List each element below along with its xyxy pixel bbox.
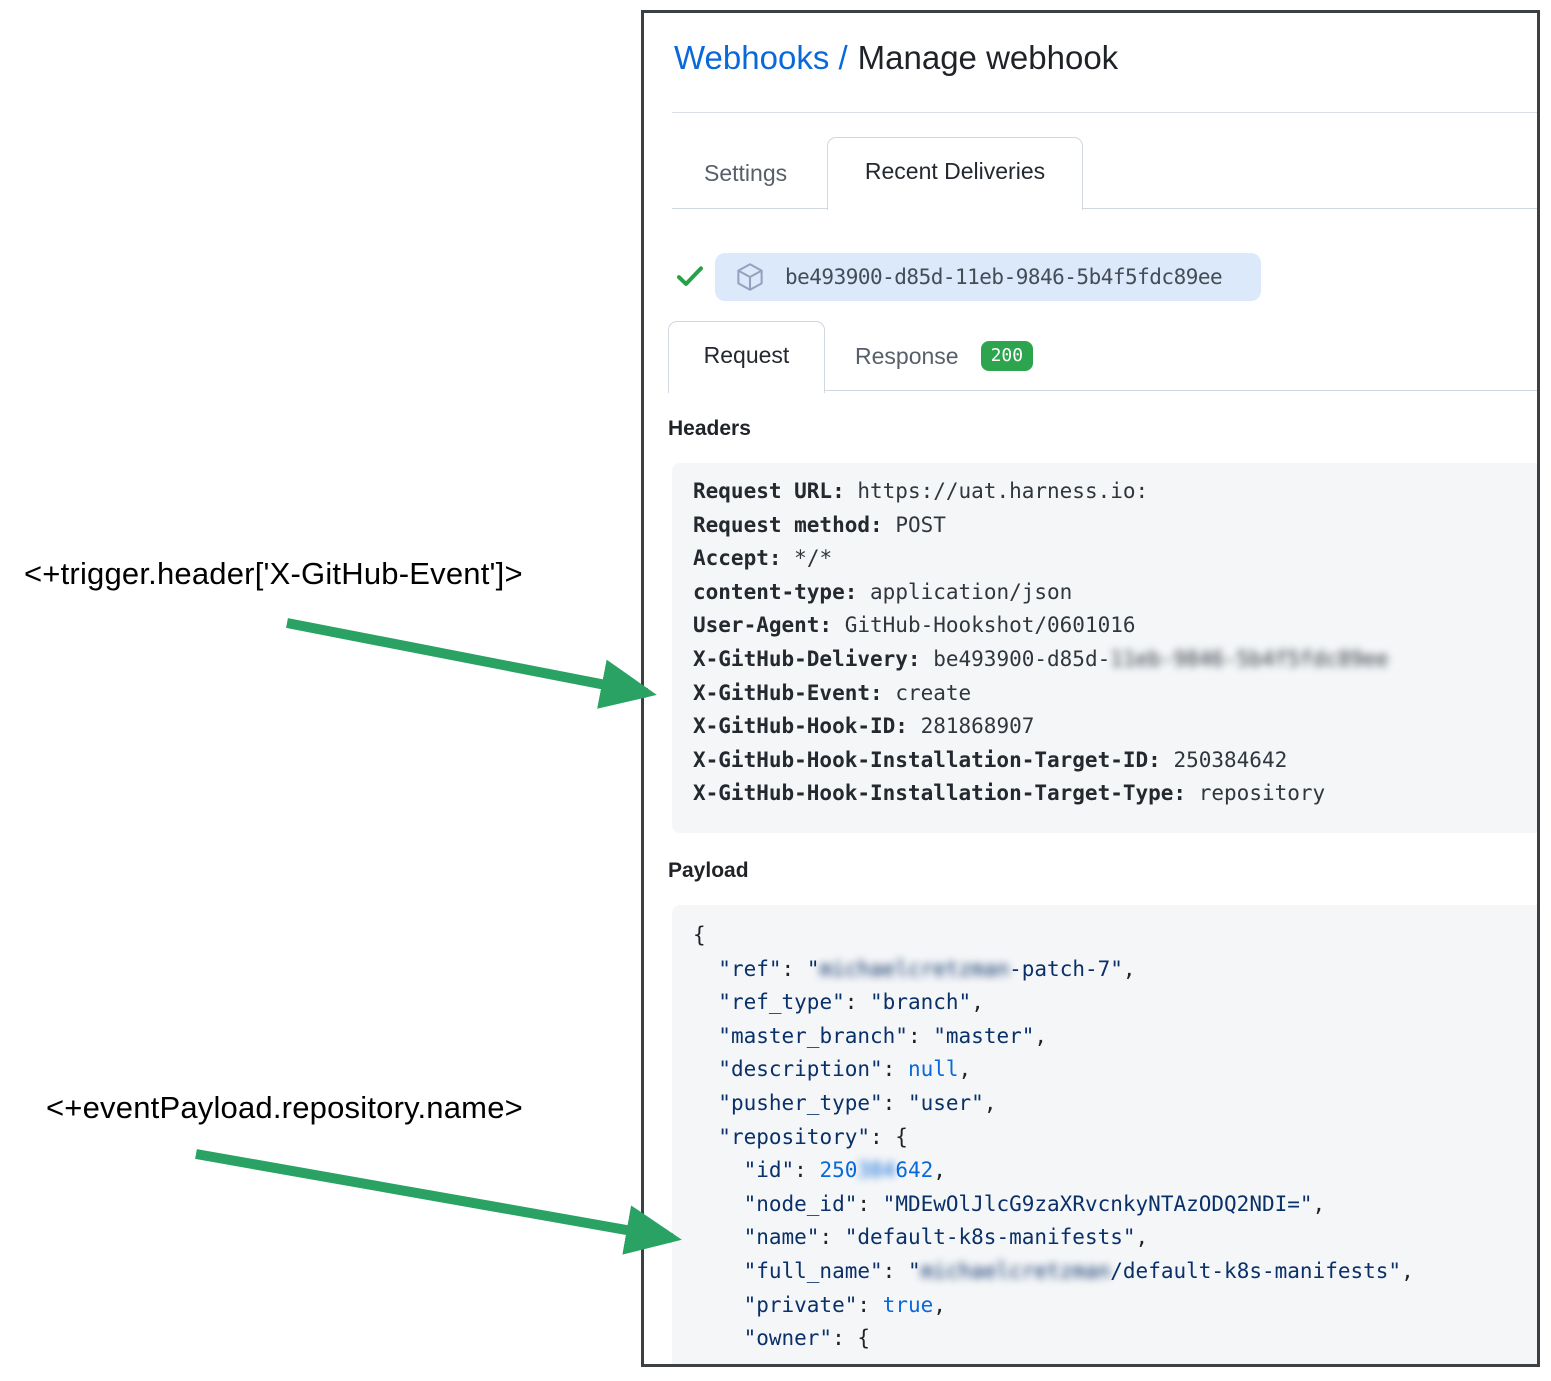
trigger-expression-annotation: <+trigger.header['X-GitHub-Event']> <box>24 556 523 591</box>
check-icon <box>677 266 703 286</box>
payload-json-line: "id": 250384642, <box>743 1158 946 1183</box>
arrow-to-repository-name <box>195 1149 682 1255</box>
request-header-line: X-GitHub-Event: create <box>693 680 972 705</box>
payload-json-line: "master_branch": "master", <box>718 1023 1048 1048</box>
webhooks-breadcrumb-link[interactable]: Webhooks / <box>674 39 848 76</box>
request-headers-list: Request URL: https://uat.harness.io: Requ… <box>693 475 1537 811</box>
request-header-line: User-Agent: GitHub-Hookshot/0601016 <box>693 613 1136 638</box>
page-title: Webhooks /Manage webhook <box>674 39 1118 77</box>
request-headers-box: Request URL: https://uat.harness.io: Requ… <box>672 463 1537 833</box>
response-label: Response <box>855 342 959 369</box>
manage-webhook-panel: Webhooks /Manage webhook Settings Recent… <box>641 10 1540 1367</box>
tabs-divider <box>672 208 1537 209</box>
delivery-id: be493900-d85d-11eb-9846-5b4f5fdc89ee <box>785 265 1223 289</box>
delivery-id-pill[interactable]: be493900-d85d-11eb-9846-5b4f5fdc89ee <box>715 253 1261 301</box>
payload-section-title: Payload <box>668 859 749 882</box>
payload-json-line: "name": "default-k8s-manifests", <box>743 1225 1149 1250</box>
payload-json-line: "full_name": "michaelcretzman/default-k8… <box>743 1258 1414 1283</box>
payload-json-line: "ref_type": "branch", <box>718 990 984 1015</box>
arrow-to-github-event <box>286 618 657 709</box>
request-header-line: Request URL: https://uat.harness.io: <box>693 479 1149 503</box>
payload-json-line: "owner": { <box>743 1326 871 1351</box>
request-header-line: Accept: */* <box>693 546 833 571</box>
request-header-line: X-GitHub-Hook-Installation-Target-Type: … <box>693 781 1326 806</box>
payload-json-line: "repository": { <box>718 1124 908 1149</box>
payload-json: { "ref": "michaelcretzman-patch-7", "ref… <box>693 919 1537 1356</box>
tab-request[interactable]: Request <box>668 321 825 393</box>
title-divider <box>672 112 1537 113</box>
payload-box: { "ref": "michaelcretzman-patch-7", "ref… <box>672 905 1537 1364</box>
tab-settings[interactable]: Settings <box>704 160 788 186</box>
package-cube-icon <box>737 263 763 291</box>
payload-expression-annotation: <+eventPayload.repository.name> <box>46 1090 523 1125</box>
tab-recent-deliveries[interactable]: Recent Deliveries <box>827 137 1083 210</box>
tab-response[interactable]: Response 200 <box>855 321 1034 391</box>
payload-json-line: "private": true, <box>743 1292 946 1317</box>
request-header-line: X-GitHub-Hook-Installation-Target-ID: 25… <box>693 747 1288 772</box>
request-header-line: Request method: POST <box>693 512 946 537</box>
payload-json-line: { <box>693 923 706 947</box>
payload-json-line: "description": null, <box>718 1057 972 1082</box>
page-title-current: Manage webhook <box>857 39 1119 76</box>
payload-json-line: "node_id": "MDEwOlJlcG9zaXRvcnkyNTAzODQ2… <box>743 1191 1326 1216</box>
headers-section-title: Headers <box>668 417 751 440</box>
payload-json-line: "pusher_type": "user", <box>718 1090 997 1115</box>
payload-json-line: "ref": "michaelcretzman-patch-7", <box>718 956 1136 981</box>
request-header-line: X-GitHub-Hook-ID: 281868907 <box>693 714 1035 739</box>
status-200-badge: 200 <box>980 341 1034 371</box>
subtabs-divider <box>668 390 1537 391</box>
request-header-line: content-type: application/json <box>693 579 1073 604</box>
request-header-line: X-GitHub-Delivery: be493900-d85d-11eb-98… <box>693 646 1389 671</box>
